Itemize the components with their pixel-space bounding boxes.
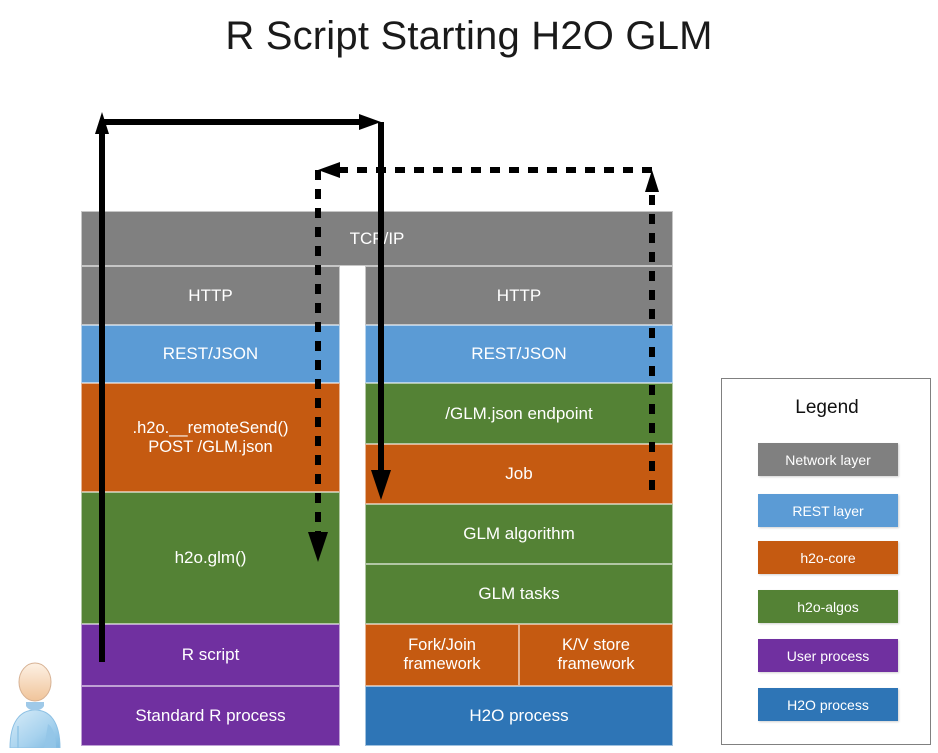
right-block-http-label: HTTP	[496, 285, 542, 305]
right-block-kv-store-framework-label: K/V store framework	[557, 636, 635, 673]
legend-item-h2o-algos: h2o-algos	[758, 590, 898, 623]
legend-item-user-process-label: User process	[786, 647, 870, 664]
legend-title: Legend	[795, 397, 859, 418]
legend-item-user-process: User process	[758, 639, 898, 672]
right-block-glm-tasks-label: GLM tasks	[478, 584, 560, 604]
left-block-standard-r-process: Standard R process	[81, 686, 340, 746]
right-block-kv-store-framework: K/V store framework	[519, 624, 673, 686]
left-block-rest-json: REST/JSON	[81, 325, 340, 383]
right-block-h2o-process: H2O process	[365, 686, 673, 746]
legend-item-rest-layer: REST layer	[758, 494, 898, 527]
legend-item-h2o-core: h2o-core	[758, 541, 898, 574]
right-block-http: HTTP	[365, 266, 673, 325]
legend-item-network-layer: Network layer	[758, 443, 898, 476]
legend-panel: Legend Network layer REST layer h2o-core…	[721, 378, 931, 745]
legend-item-rest-layer-label: REST layer	[792, 502, 864, 519]
legend-item-h2o-core-label: h2o-core	[800, 549, 856, 566]
right-block-fork-join-framework-label: Fork/Join framework	[403, 636, 481, 673]
left-block-rest-json-label: REST/JSON	[162, 344, 259, 364]
right-block-glm-json-endpoint: /GLM.json endpoint	[365, 383, 673, 444]
page-title: R Script Starting H2O GLM	[225, 14, 713, 58]
legend-item-h2o-algos-label: h2o-algos	[797, 598, 859, 615]
left-block-http-label: HTTP	[188, 285, 233, 305]
left-block-h2o-glm: h2o.glm()	[81, 492, 340, 624]
right-block-h2o-process-label: H2O process	[469, 706, 569, 726]
right-block-rest-json: REST/JSON	[365, 325, 673, 383]
left-block-r-script-label: R script	[181, 645, 240, 665]
legend-item-h2o-process: H2O process	[758, 688, 898, 721]
right-block-job: Job	[365, 444, 673, 504]
left-block-remotesend-label: .h2o.__remoteSend() POST /GLM.json	[132, 418, 289, 456]
right-block-glm-algorithm: GLM algorithm	[365, 504, 673, 564]
left-block-standard-r-process-label: Standard R process	[135, 706, 286, 726]
user-avatar-icon	[9, 662, 61, 748]
right-block-glm-tasks: GLM tasks	[365, 564, 673, 624]
right-block-rest-json-label: REST/JSON	[471, 344, 567, 364]
right-block-glm-algorithm-label: GLM algorithm	[463, 524, 575, 544]
legend-item-h2o-process-label: H2O process	[787, 696, 869, 713]
right-block-job-label: Job	[505, 464, 533, 484]
left-block-http: HTTP	[81, 266, 340, 325]
right-block-fork-join-framework: Fork/Join framework	[365, 624, 519, 686]
left-block-remotesend: .h2o.__remoteSend() POST /GLM.json	[81, 383, 340, 492]
legend-item-network-layer-label: Network layer	[785, 451, 871, 468]
left-block-h2o-glm-label: h2o.glm()	[174, 548, 247, 568]
network-band-label: TCP/IP	[349, 228, 405, 248]
network-band-tcpip: TCP/IP	[81, 211, 673, 266]
right-block-glm-json-endpoint-label: /GLM.json endpoint	[445, 403, 593, 423]
left-block-r-script: R script	[81, 624, 340, 686]
